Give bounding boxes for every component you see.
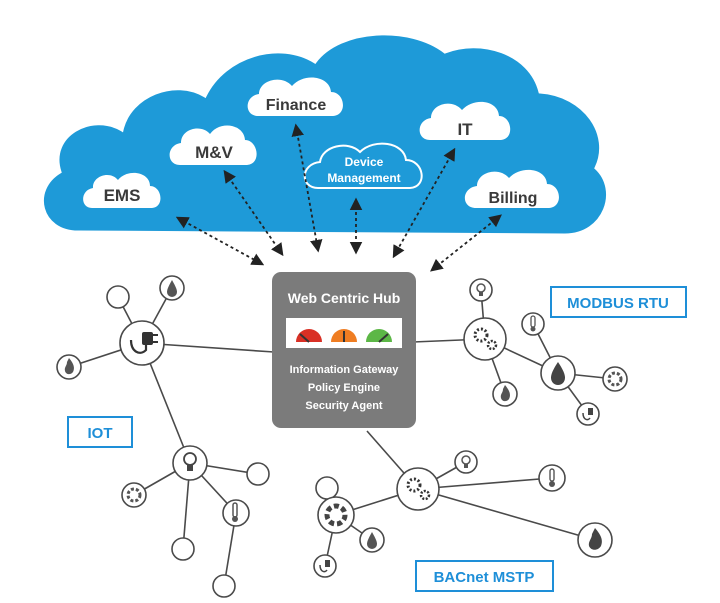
thermometer-icon xyxy=(538,464,566,492)
fan-icon xyxy=(317,496,355,534)
arrow-billing xyxy=(430,214,502,272)
lightbulb-icon xyxy=(454,450,478,474)
service-device-label-line1: Device xyxy=(345,155,384,169)
service-billing[interactable]: Billing xyxy=(464,169,559,208)
gears-icon xyxy=(396,467,440,511)
hub-line-policy: Policy Engine xyxy=(308,382,380,394)
cloud xyxy=(41,32,609,237)
connection-arrows xyxy=(175,123,502,272)
water-drop-icon xyxy=(359,527,385,553)
service-ems-label: EMS xyxy=(104,186,141,205)
arrow-it xyxy=(392,147,456,259)
hub-line-security: Security Agent xyxy=(305,400,383,412)
hub-line-gateway: Information Gateway xyxy=(290,364,400,376)
water-drop-icon xyxy=(540,355,576,391)
thermometer-icon xyxy=(521,312,545,336)
service-ems[interactable]: EMS xyxy=(83,172,161,208)
empty-node xyxy=(246,462,270,486)
gauge-green-icon xyxy=(366,329,392,343)
water-drop-icon xyxy=(159,275,185,301)
service-billing-label: Billing xyxy=(489,190,538,207)
gauge-red-icon xyxy=(296,329,322,343)
flame-icon xyxy=(492,381,518,407)
plug-icon xyxy=(119,320,165,366)
service-mv-label: M&V xyxy=(195,143,233,162)
cloud-shape xyxy=(41,32,609,237)
service-it-label: IT xyxy=(457,120,473,139)
fan-icon xyxy=(121,482,147,508)
gears-icon xyxy=(463,317,507,361)
label-modbus-rtu[interactable]: MODBUS RTU xyxy=(550,286,687,318)
service-mv[interactable]: M&V xyxy=(169,125,257,165)
arrow-ems xyxy=(175,216,265,266)
service-it[interactable]: IT xyxy=(419,101,511,140)
gauge-orange-icon xyxy=(331,329,357,342)
fan-icon xyxy=(602,366,628,392)
flame-icon xyxy=(56,354,82,380)
network-nodes xyxy=(56,275,628,598)
hub-box xyxy=(272,272,416,428)
arrow-mv xyxy=(223,169,284,257)
bacnet-label-text: BACnet MSTP xyxy=(434,569,535,586)
plug-icon xyxy=(576,402,600,426)
iot-label-text: IOT xyxy=(88,425,113,442)
service-finance[interactable]: Finance xyxy=(247,77,343,116)
empty-node xyxy=(212,574,236,598)
plug-icon xyxy=(313,554,337,578)
service-device-label-line2: Management xyxy=(327,171,400,185)
flame-icon xyxy=(577,522,613,558)
empty-node xyxy=(315,476,339,500)
empty-node xyxy=(106,285,130,309)
lightbulb-icon xyxy=(469,278,493,302)
label-bacnet-mstp[interactable]: BACnet MSTP xyxy=(415,560,554,592)
modbus-label-text: MODBUS RTU xyxy=(567,295,669,312)
label-iot[interactable]: IOT xyxy=(67,416,133,448)
service-finance-label: Finance xyxy=(266,97,327,114)
web-centric-hub[interactable]: Web Centric Hub Information Gateway Poli… xyxy=(272,272,416,428)
lightbulb-icon xyxy=(172,445,208,481)
arrow-finance xyxy=(291,123,323,253)
thermometer-icon xyxy=(222,499,250,527)
hub-title: Web Centric Hub xyxy=(288,290,401,306)
empty-node xyxy=(171,537,195,561)
